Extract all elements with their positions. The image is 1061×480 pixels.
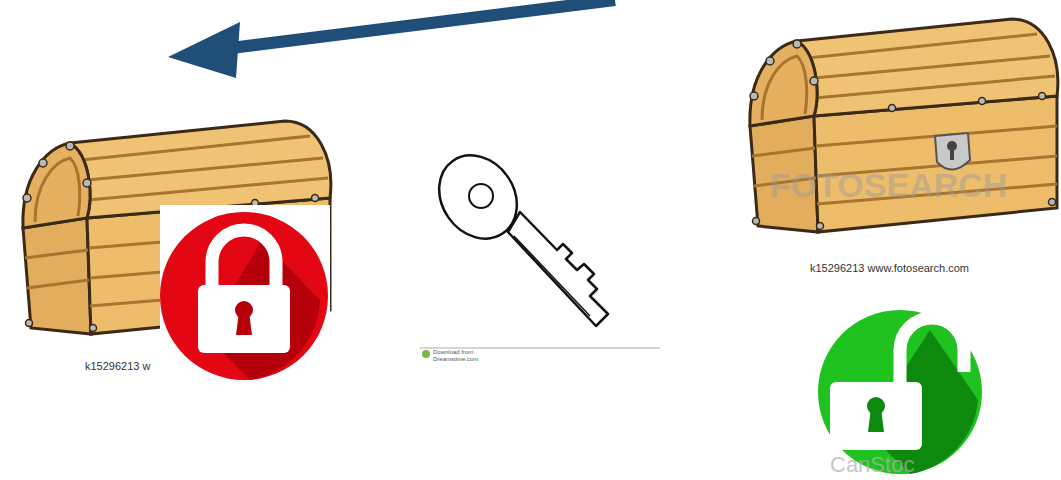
watermark-text: k15296213 w [85,360,150,373]
locked-padlock-icon [160,212,328,380]
key-illustration [423,140,608,326]
watermark-text: CanStoc [830,452,914,478]
watermark-text: k15296213 www.fotosearch.com [810,262,969,275]
unlocked-padlock-icon [818,310,982,474]
unlocked-chest [750,19,1058,232]
source-rule [420,348,660,349]
direction-arrow [215,0,615,50]
watermark-text: Dreamstime.com [433,356,478,363]
arrow-head [168,22,240,78]
source-logo [422,350,430,358]
watermark-text: FOTOSEARCH [770,165,1007,205]
watermark-text: Download from [433,349,473,356]
lock-backdrop [160,205,330,380]
keyhole-plate [935,133,970,170]
